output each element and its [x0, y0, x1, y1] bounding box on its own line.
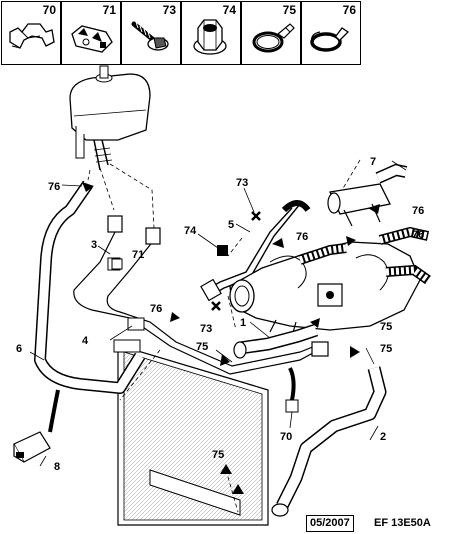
- arrow-markers: [82, 182, 380, 494]
- bleed-hoses-3-4: [73, 229, 323, 375]
- nut-icon: [193, 19, 227, 55]
- reference-code: EF 13E50A: [374, 517, 431, 529]
- callout-2: 2: [380, 431, 386, 443]
- callout-8: 8: [54, 461, 60, 473]
- screw-73-marker: [211, 301, 221, 311]
- legend-label: 70: [42, 3, 56, 17]
- legend-label: 75: [282, 3, 296, 17]
- callout-7: 7: [370, 156, 376, 168]
- callout-71: 71: [132, 249, 144, 261]
- hose-connector: [107, 215, 123, 233]
- callout-76c: 76: [412, 205, 424, 217]
- callout-1: 1: [240, 317, 246, 329]
- callout-76e: 76: [150, 303, 162, 315]
- legend-label: 76: [342, 3, 356, 17]
- spring-clip-icon: [310, 27, 350, 52]
- legend-cell-71: 71: [61, 1, 121, 65]
- expansion-tank: [69, 65, 151, 171]
- corrugated-hose: [385, 264, 431, 285]
- callout-6: 6: [16, 343, 22, 355]
- callout-76b: 76: [296, 231, 308, 243]
- callout-76d: 76: [412, 229, 424, 241]
- screw-icon: [131, 21, 169, 51]
- callout-73a: 73: [236, 177, 248, 189]
- hose-connector: [145, 227, 161, 245]
- callout-4: 4: [82, 335, 89, 347]
- legend-label: 74: [222, 3, 236, 17]
- hose-connector: [311, 341, 329, 357]
- legend-cell-70: 70: [1, 1, 61, 65]
- callout-75a: 75: [380, 321, 392, 333]
- screw-73-marker: [251, 211, 261, 221]
- callout-74: 74: [184, 225, 197, 237]
- callout-75b: 75: [380, 343, 392, 355]
- pipe-bracket-icon: [71, 25, 113, 53]
- callout-70: 70: [280, 431, 292, 443]
- part-8-block: [13, 389, 60, 463]
- hose-clamp-icon: [252, 23, 295, 53]
- legend-label: 71: [102, 3, 116, 17]
- parts-legend: 70 71 73 74: [0, 0, 450, 70]
- radiator: [113, 339, 269, 526]
- legend-cell-75: 75: [241, 1, 301, 65]
- hose-clip: [127, 317, 145, 331]
- callout-76a: 76: [48, 181, 60, 193]
- callout-75d: 75: [212, 449, 224, 461]
- clip-70: [285, 399, 299, 413]
- reference-date: 05/2007: [306, 515, 354, 532]
- hose-clip-icon: [9, 23, 55, 49]
- callout-73b: 73: [200, 323, 212, 335]
- reference-label: 05/2007 EF 13E50A: [306, 515, 450, 532]
- legend-cell-74: 74: [181, 1, 241, 65]
- callout-5: 5: [228, 219, 234, 231]
- legend-cell-76: 76: [301, 1, 361, 65]
- callout-75c: 75: [196, 341, 208, 353]
- nut-74-marker: [217, 245, 228, 256]
- leader-lines: [29, 160, 407, 467]
- heater-pipe-block: [327, 183, 391, 227]
- callout-3: 3: [91, 239, 97, 251]
- legend-label: 73: [162, 3, 176, 17]
- legend-cell-73: 73: [121, 1, 181, 65]
